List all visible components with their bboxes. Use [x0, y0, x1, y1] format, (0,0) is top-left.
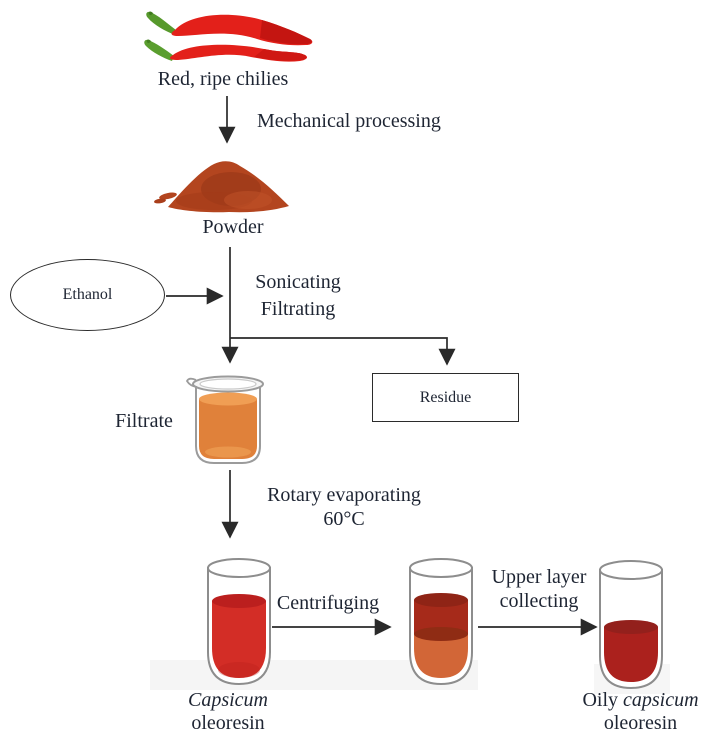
test-tube-centrifuged-icon	[409, 558, 473, 686]
filtrating-line: Filtrating	[260, 298, 336, 320]
capsicum-italic-line: Capsicum	[188, 689, 268, 711]
filtrate-label: Filtrate	[115, 410, 173, 432]
test-tube-oleoresin-icon	[207, 558, 271, 686]
ethanol-node: Ethanol	[10, 259, 165, 331]
oleoresin-line: oleoresin	[191, 712, 265, 734]
rotary-line2: 60°C	[323, 508, 365, 530]
centrifuging-label: Centrifuging	[276, 592, 380, 614]
chili-peppers-icon	[144, 11, 313, 62]
ethanol-label: Ethanol	[62, 286, 113, 303]
mechanical-processing-label: Mechanical processing	[257, 110, 441, 132]
powder-pile-icon	[154, 161, 289, 213]
oily-oleoresin-line: oleoresin	[603, 712, 678, 734]
chilies-label: Red, ripe chilies	[157, 68, 289, 90]
rotary-evaporating-label: Rotary evaporating 60°C	[255, 483, 433, 531]
arrow-branch-to-residue	[230, 337, 456, 366]
residue-node: Residue	[372, 373, 519, 422]
oily-prefix: Oily	[582, 689, 618, 711]
powder-label: Powder	[202, 216, 264, 238]
capsicum-oleoresin-label: Capsicum oleoresin	[158, 689, 298, 735]
collecting-line: collecting	[499, 590, 579, 612]
residue-label: Residue	[419, 388, 472, 406]
oily-capsicum-oleoresin-label: Oily capsicum oleoresin	[563, 689, 715, 735]
sonicating-filtrating-label: Sonicating Filtrating	[248, 269, 348, 323]
flow-arrows	[166, 96, 598, 636]
test-tube-oily-icon	[599, 560, 663, 690]
upper-layer-collecting-label: Upper layer collecting	[469, 565, 609, 613]
rotary-line1: Rotary evaporating	[267, 484, 421, 506]
sonicating-line: Sonicating	[255, 271, 341, 293]
oily-capsicum-italic: capsicum	[623, 689, 699, 711]
oily-capsicum-line: Oily capsicum	[563, 689, 715, 712]
upper-layer-line: Upper layer	[491, 566, 587, 588]
beaker-icon	[185, 375, 264, 464]
